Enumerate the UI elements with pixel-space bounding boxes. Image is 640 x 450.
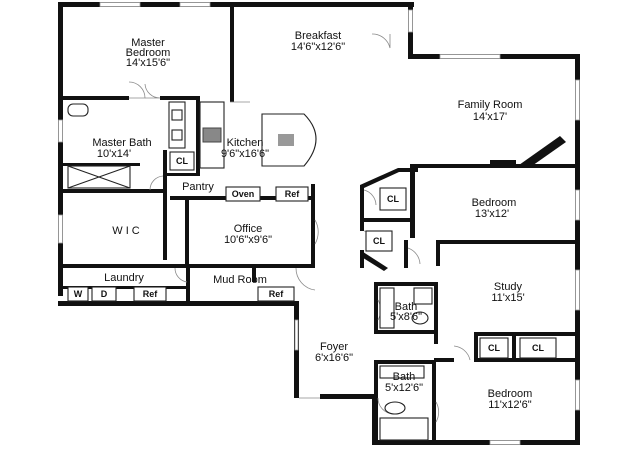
cl-label-kitchen: CL	[176, 156, 188, 166]
cooktop-icon	[202, 127, 222, 143]
ref-label-laundry: Ref	[143, 289, 159, 299]
room-master-bedroom-name-2: Bedroom	[126, 47, 171, 59]
room-bath2-dim: 5'x12'6"	[385, 382, 423, 394]
dryer-label: D	[101, 289, 108, 299]
room-pantry-name: Pantry	[182, 181, 214, 193]
room-bedroom1-name: Bedroom	[472, 197, 517, 209]
room-breakfast-dim: 14'6"x12'6"	[291, 41, 345, 53]
room-foyer-dim: 6'x16'6"	[315, 352, 353, 364]
room-family-name: Family Room	[458, 99, 523, 111]
cl-label-study2: CL	[532, 343, 544, 353]
room-bedroom2-name: Bedroom	[488, 388, 533, 400]
cl-label-hall1: CL	[387, 194, 399, 204]
room-bath1-name: Bath	[395, 301, 418, 313]
toilet-icon	[67, 103, 89, 117]
room-master-bath-dim: 10'x14'	[97, 148, 131, 160]
room-study-name: Study	[494, 281, 523, 293]
ref-label-mudroom: Ref	[269, 289, 285, 299]
room-laundry-name: Laundry	[104, 272, 144, 284]
room-master-bedroom-dim: 14'x15'6"	[126, 57, 170, 69]
room-labels: Master Bedroom 14'x15'6" Breakfast 14'6"…	[92, 30, 532, 411]
ref-label-kitchen: Ref	[285, 189, 301, 199]
room-bedroom1-dim: 13'x12'	[475, 208, 509, 220]
cl-label-hall2: CL	[373, 236, 385, 246]
windows	[58, 2, 580, 445]
washer-label: W	[74, 289, 83, 299]
room-foyer-name: Foyer	[320, 341, 348, 353]
room-bath1-dim: 5'x8'6"	[390, 311, 422, 323]
oven-label: Oven	[232, 189, 255, 199]
fixture-labels: CL Oven Ref CL CL W D Ref Ref CL CL	[74, 156, 545, 353]
room-breakfast-name: Breakfast	[295, 30, 341, 42]
label-boxes	[169, 151, 557, 359]
room-wic-name: W I C	[112, 225, 140, 237]
room-kitchen-dim: 9'6"x16'6"	[221, 148, 269, 160]
room-master-bath-name: Master Bath	[92, 137, 151, 149]
fixtures	[67, 101, 433, 441]
cl-label-study1: CL	[488, 343, 500, 353]
room-office-name: Office	[234, 223, 263, 235]
room-master-bedroom-name-1: Master	[131, 37, 165, 49]
room-bath2-name: Bath	[393, 371, 416, 383]
room-bedroom2-dim: 11'x12'6"	[488, 399, 531, 411]
interior-walls	[63, 2, 575, 444]
room-study-dim: 11'x15'	[491, 292, 524, 304]
room-office-dim: 10'6"x9'6"	[224, 234, 272, 246]
room-kitchen-name: Kitchen	[227, 137, 264, 149]
room-mudroom-name: Mud Room	[213, 274, 267, 286]
room-family-dim: 14'x17'	[473, 111, 507, 123]
